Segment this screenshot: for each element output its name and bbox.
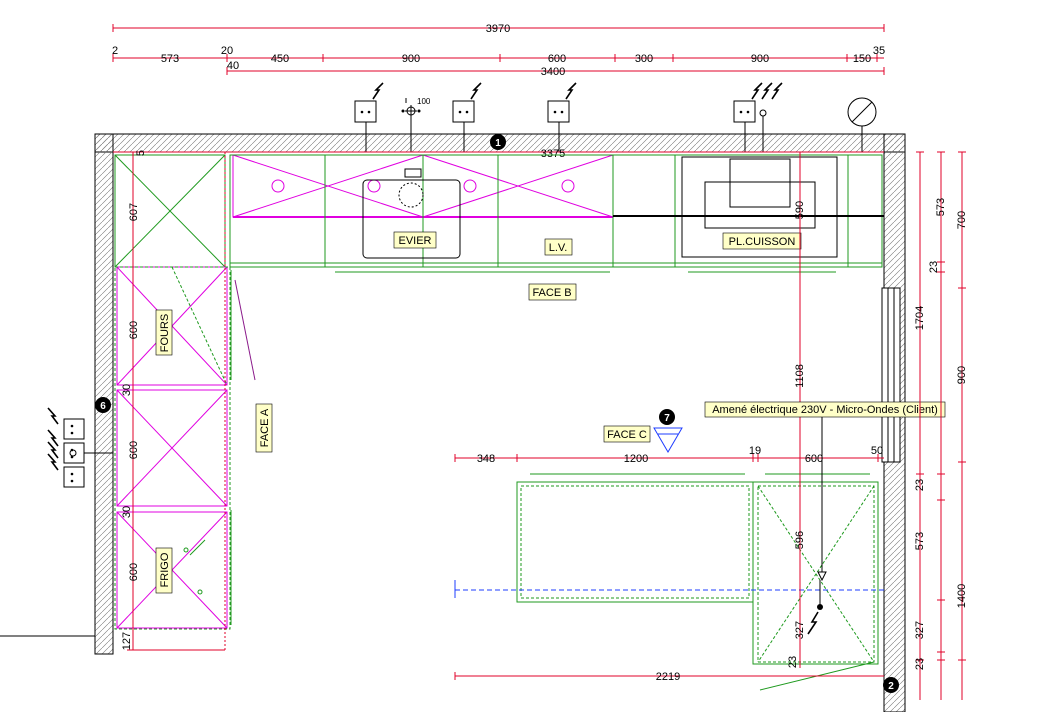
- socket-icon: [452, 82, 482, 152]
- dim-top-900b: 900: [751, 53, 769, 65]
- label-plcuisson: PL.CUISSON: [729, 236, 796, 248]
- dim-top-35: 35: [873, 45, 885, 57]
- dim-wall-5: 5: [135, 150, 147, 156]
- label-face-b: FACE B: [532, 287, 571, 299]
- dim-top-573: 573: [161, 53, 179, 65]
- dim-v-596: 596: [794, 531, 806, 549]
- dim-right-900: 900: [956, 366, 968, 384]
- dim-island-348: 348: [477, 453, 495, 465]
- dim-island-50: 50: [871, 445, 883, 457]
- dim-top-40: 40: [227, 60, 239, 72]
- electric-symbol-icon: [807, 611, 819, 635]
- left-run: FOURS FRIGO FACE A 5 607 600 30 600 30 6…: [114, 150, 273, 651]
- dim-wall-607: 607: [128, 203, 140, 221]
- marker-2-label: 2: [888, 681, 894, 692]
- dim-right-23b: 23: [914, 479, 926, 491]
- walls: [0, 133, 906, 712]
- island: 348 1200 19 600 50 2219 590 1108 596 327…: [454, 152, 884, 691]
- dim-right-700: 700: [956, 211, 968, 229]
- dim-left-30b: 30: [121, 506, 133, 518]
- dim-top-900: 900: [402, 53, 420, 65]
- socket-icon: [47, 407, 85, 440]
- dim-left-600a: 600: [128, 321, 140, 339]
- label-amene: Amené électrique 230V - Micro-Ondes (Cli…: [712, 404, 938, 416]
- dim-back-3375: 3375: [541, 148, 565, 160]
- dim-v-590: 590: [794, 201, 806, 219]
- dim-v-1108: 1108: [794, 364, 806, 388]
- socket-icon: [47, 453, 85, 488]
- dim-v-327: 327: [794, 621, 806, 639]
- marker-6-label: 6: [100, 401, 106, 412]
- dim-v-23-mid: 23: [787, 656, 799, 668]
- tap-icon: 100: [401, 97, 431, 152]
- dim-island-19: 19: [749, 445, 761, 457]
- hood-icon: [847, 97, 877, 152]
- marker-1-label: 1: [495, 138, 501, 149]
- dim-right-327: 327: [914, 621, 926, 639]
- dim-right-573b: 573: [914, 532, 926, 550]
- marker-icon: 2: [883, 677, 899, 693]
- label-evier: EVIER: [398, 235, 431, 247]
- marker-7-label: 7: [664, 413, 670, 424]
- label-lv: L.V.: [549, 242, 568, 254]
- dim-left-30a: 30: [121, 384, 133, 396]
- dim-island-600: 600: [805, 453, 823, 465]
- top-dimensions: 3970 2 573 20 450 900 600 300 900 150 35…: [112, 23, 885, 78]
- left-sockets: 6: [47, 397, 113, 488]
- face-c: FACE C 7: [603, 409, 683, 453]
- socket-icon: [47, 429, 85, 464]
- dim-top-total: 3970: [486, 23, 510, 35]
- dim-bottom-2219: 2219: [656, 671, 680, 683]
- dim-left-600b: 600: [128, 441, 140, 459]
- dim-hundred: 100: [417, 97, 431, 106]
- dim-top-300: 300: [635, 53, 653, 65]
- dim-left-127: 127: [121, 632, 133, 650]
- label-fours: FOURS: [159, 314, 171, 353]
- right-dimensions: 573 700 23 1704 900 23 573 1400 327 23: [914, 151, 968, 700]
- dim-right-23c: 23: [914, 658, 926, 670]
- label-face-c: FACE C: [607, 429, 647, 441]
- dim-left-600c: 600: [128, 563, 140, 581]
- socket-icon: [547, 82, 577, 152]
- socket-icon: [733, 82, 783, 152]
- dim-right-23a: 23: [928, 261, 940, 273]
- marker-icon: 7: [659, 409, 675, 425]
- label-face-a: FACE A: [259, 408, 271, 447]
- label-frigo: FRIGO: [159, 552, 171, 587]
- back-counter: 3375 EVIER L.V. PL.CUISSON: [113, 148, 884, 301]
- marker-icon: 1: [490, 134, 506, 150]
- dim-top-450: 450: [271, 53, 289, 65]
- socket-icon: [354, 82, 384, 152]
- dim-top-2: 2: [112, 45, 118, 57]
- marker-icon: 6: [95, 397, 111, 413]
- dim-top-3400: 3400: [541, 66, 565, 78]
- dim-top-150: 150: [853, 53, 871, 65]
- dim-top-20: 20: [221, 45, 233, 57]
- dim-right-1704: 1704: [914, 306, 926, 330]
- dim-top-600: 600: [548, 53, 566, 65]
- dim-right-1400: 1400: [956, 584, 968, 608]
- dim-right-573a: 573: [935, 198, 947, 216]
- dim-island-1200: 1200: [624, 453, 648, 465]
